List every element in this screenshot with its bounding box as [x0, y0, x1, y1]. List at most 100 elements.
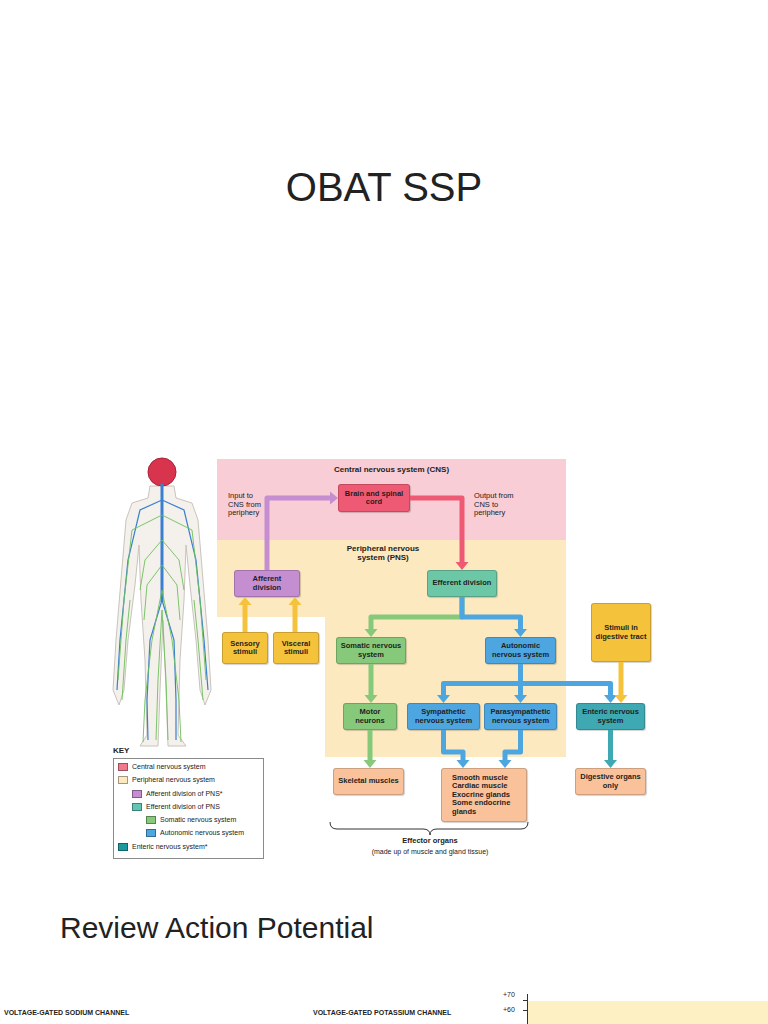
nerve-branches: [117, 500, 208, 740]
arrow-head: [457, 760, 470, 768]
arrow-shaft: [293, 604, 298, 632]
legend-text: Peripheral nervous system: [132, 776, 215, 784]
box-text: Somatic nervous system: [340, 642, 402, 659]
flow-arrow: [615, 662, 628, 703]
graph-plot-area: [528, 1001, 768, 1024]
flow-note: Input to CNS from periphery: [228, 492, 266, 518]
process-box: Sympathetic nervous system: [407, 703, 480, 730]
arrow-head: [437, 695, 450, 703]
group-caption: (made up of muscle and gland tissue): [300, 848, 560, 856]
legend-title: KEY: [113, 746, 153, 755]
flow-arrow: [365, 664, 378, 703]
channel-label: VOLTAGE-GATED POTASSIUM CHANNEL: [313, 1009, 563, 1017]
pns-region: Peripheral nervous system (PNS) Afferent …: [217, 540, 566, 757]
region-heading: Peripheral nervous system (PNS): [337, 544, 429, 562]
axis-value: +70: [503, 991, 525, 999]
arrow-head: [604, 760, 617, 768]
arrow-shaft: [368, 730, 373, 761]
arrow-shaft: [371, 597, 462, 630]
spinal-cord: [161, 484, 164, 602]
stimulus-box: Sensory stimuli: [222, 632, 268, 664]
legend-swatch: [132, 790, 142, 798]
effector-bracket: [330, 822, 528, 835]
legend-text: Enteric nervous system*: [132, 843, 207, 851]
arrow-head: [514, 629, 527, 637]
flow-arrow: [521, 664, 618, 703]
flow-arrow: [462, 597, 527, 637]
peripheral-nerves: [118, 515, 206, 742]
flow-arrow: [499, 730, 521, 768]
arrow-shaft: [444, 664, 521, 696]
effector-box: Skeletal muscles: [333, 768, 404, 795]
arrow-shaft: [369, 664, 374, 696]
legend-swatch: [118, 776, 128, 784]
arrow-head: [365, 629, 378, 637]
flow-arrow: [604, 730, 617, 768]
flow-arrow: [365, 597, 463, 637]
process-box: Brain and spinal cord: [338, 484, 410, 512]
box-text: Sympathetic nervous system: [411, 708, 476, 725]
legend-swatch: [146, 829, 156, 837]
arrow-head: [456, 562, 469, 570]
flow-arrow: [437, 664, 521, 703]
box-text: Digestive organs only: [579, 773, 642, 790]
key-frame: [114, 759, 264, 859]
box-text: Stimuli in digestive tract: [595, 624, 647, 641]
box-text: Brain and spinal cord: [342, 490, 406, 507]
process-box: Motor neurons: [343, 703, 397, 730]
cns-band: Central nervous system (CNS)Brain and sp…: [217, 459, 566, 540]
legend-swatch: [118, 843, 128, 851]
legend-text: Central nervous system: [132, 763, 206, 771]
process-box: Enteric nervous system: [576, 703, 645, 730]
axis-tick: [523, 1000, 527, 1001]
arrow-head: [499, 760, 512, 768]
legend-text: Afferent division of PNS*: [146, 790, 223, 798]
box-text: Enteric nervous system: [580, 708, 641, 725]
human-figure: [113, 458, 211, 746]
arrow-head: [365, 695, 378, 703]
process-box: Parasympathetic nervous system: [484, 703, 557, 730]
arrow-head: [514, 695, 527, 703]
arrow-shaft: [521, 664, 611, 696]
effector-box: Digestive organs only: [575, 768, 646, 795]
flow-arrow: [289, 597, 302, 632]
arrow-shaft: [608, 730, 613, 761]
stimulus-box: Stimuli in digestive tract: [591, 603, 651, 662]
box-text: Afferent division: [238, 575, 296, 592]
axis-tick: [523, 1010, 527, 1011]
axis-value: +60: [503, 1006, 525, 1014]
flow-arrow: [514, 664, 527, 703]
box-text: Sensory stimuli: [226, 640, 264, 657]
group-caption: Effector organs: [330, 837, 530, 846]
box-text: Motor neurons: [347, 708, 393, 725]
flow-arrow: [444, 730, 470, 768]
arrow-shaft: [518, 664, 523, 696]
arrow-head: [239, 597, 252, 605]
flow-arrow: [239, 597, 252, 632]
arrow-shaft: [243, 604, 248, 632]
arrow-head: [615, 695, 628, 703]
arrow-shaft: [619, 662, 624, 696]
flow-arrow: [410, 498, 469, 570]
region-fill: [217, 540, 566, 757]
effector-box: Smooth muscle Cardiac muscle Exocrine gl…: [441, 768, 527, 822]
section-heading: Review Action Potential: [60, 910, 560, 946]
legend-text: Autonomic nervous system: [160, 829, 244, 837]
process-box: Somatic nervous system: [336, 637, 406, 664]
legend-swatch: [118, 763, 128, 771]
arrow-shaft: [505, 730, 521, 761]
process-box: Autonomic nervous system: [485, 637, 556, 664]
arrow-head: [604, 695, 617, 703]
graph-axis: [527, 994, 528, 1024]
process-box: Efferent division: [427, 570, 497, 597]
flow-note: Output from CNS to periphery: [474, 492, 514, 518]
box-text: Visceral stimuli: [277, 640, 315, 657]
box-text: Skeletal muscles: [338, 777, 398, 785]
stimulus-box: Visceral stimuli: [273, 632, 319, 664]
box-text: Parasympathetic nervous system: [488, 708, 553, 725]
brain-head: [148, 458, 176, 486]
box-text: Autonomic nervous system: [489, 642, 552, 659]
legend-swatch: [132, 803, 142, 811]
